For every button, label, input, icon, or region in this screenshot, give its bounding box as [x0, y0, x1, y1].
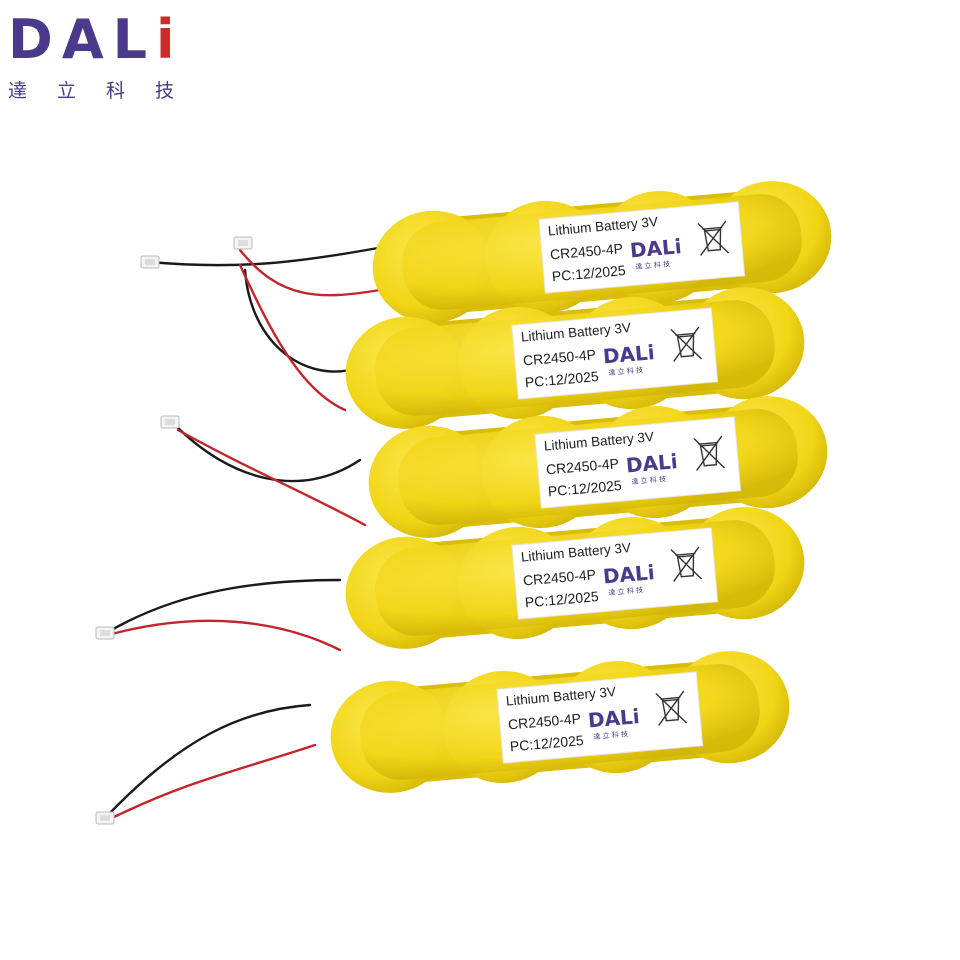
battery-label: [511, 527, 719, 620]
battery-label-logo-chinese: 達 立 科 技: [593, 729, 628, 741]
battery-label-date: PC:12/2025: [524, 588, 599, 610]
battery-label-model: CR2450-4P: [522, 346, 596, 368]
battery-label-logo: DALi: [629, 234, 683, 262]
battery-label-logo-chinese: 達 立 科 技: [635, 259, 670, 271]
bin-cross-b: [673, 326, 700, 362]
bin-lid: [675, 332, 696, 336]
connector-plug: [140, 255, 160, 269]
connector-plug-socket: [165, 419, 175, 425]
battery-label: [511, 307, 719, 400]
battery-label-logo-chinese: 達 立 科 技: [631, 474, 666, 486]
battery-label: [496, 671, 704, 764]
battery-pack: Lithium Battery 3VCR2450-4PPC:12/2025DAL…: [345, 507, 805, 649]
battery-lead-wire: [238, 263, 347, 412]
weee-crossed-bin-icon: [697, 220, 730, 256]
connector-plug-socket: [100, 630, 110, 636]
connector-plug: [160, 415, 180, 429]
connector-plug-socket: [238, 240, 248, 246]
battery-pack: Lithium Battery 3VCR2450-4PPC:12/2025DAL…: [330, 651, 790, 793]
connector-plug: [95, 626, 115, 640]
bin-cross-b: [696, 435, 723, 471]
battery-label: [538, 201, 746, 294]
logo-letter-d: D: [8, 8, 62, 71]
battery-lead-wire: [173, 423, 362, 483]
battery-label-logo: DALi: [625, 449, 679, 477]
weee-crossed-bin-icon: [670, 546, 703, 582]
connector-plug: [95, 811, 115, 825]
bin-lid: [698, 441, 719, 445]
battery-lead-wire: [176, 428, 367, 527]
battery-lead-wire: [110, 743, 317, 820]
battery-pack: Lithium Battery 3VCR2450-4PPC:12/2025DAL…: [345, 287, 805, 429]
weee-crossed-bin-icon: [670, 326, 703, 362]
connector-plug-socket: [100, 815, 110, 821]
connector-plug: [233, 236, 253, 250]
bin-cross-b: [700, 220, 727, 256]
battery-label: [534, 416, 742, 509]
logo-letter-a: A: [61, 8, 113, 71]
battery-label-logo: DALi: [602, 340, 656, 368]
battery-pack: Lithium Battery 3VCR2450-4PPC:12/2025DAL…: [372, 181, 832, 323]
bin-body: [676, 554, 695, 578]
battery-label-model: CR2450-4P: [522, 566, 596, 588]
logo-letter-i: i: [156, 8, 184, 71]
bin-body: [703, 228, 722, 252]
battery-label-logo: DALi: [587, 704, 641, 732]
battery-lead-wire: [106, 619, 342, 652]
bin-cross-b: [673, 546, 700, 582]
battery-label-date: PC:12/2025: [509, 732, 584, 754]
connector-plug-socket: [145, 259, 155, 265]
battery-label-logo-chinese: 達 立 科 技: [608, 585, 643, 597]
battery-pack-group: Lithium Battery 3VCR2450-4PPC:12/2025DAL…: [95, 181, 832, 825]
battery-label-logo-chinese: 達 立 科 技: [608, 365, 643, 377]
bin-lid: [660, 696, 681, 700]
weee-crossed-bin-icon: [655, 690, 688, 726]
logo-letter-l: L: [112, 8, 157, 71]
battery-label-date: PC:12/2025: [551, 262, 626, 284]
brand-logo: DALi 達立科技: [8, 10, 218, 103]
battery-label-model: CR2450-4P: [549, 240, 623, 262]
battery-lead-wire: [106, 703, 312, 817]
bin-body: [699, 443, 718, 467]
battery-label-model: CR2450-4P: [545, 455, 619, 477]
bin-cross-b: [658, 690, 685, 726]
battery-label-date: PC:12/2025: [524, 368, 599, 390]
weee-crossed-bin-icon: [693, 435, 726, 471]
battery-lead-wire: [238, 248, 382, 297]
battery-lead-wire: [106, 578, 342, 634]
battery-lead-wire: [148, 246, 380, 267]
brand-logo-chinese: 達立科技: [8, 80, 205, 102]
battery-label-model: CR2450-4P: [507, 710, 581, 732]
bin-lid: [702, 226, 723, 230]
brand-logo-wordmark: DALi: [8, 10, 184, 70]
bin-body: [676, 334, 695, 358]
battery-label-date: PC:12/2025: [547, 477, 622, 499]
bin-body: [661, 698, 680, 722]
battery-lead-wire: [243, 268, 352, 373]
bin-lid: [675, 552, 696, 556]
battery-label-logo: DALi: [602, 560, 656, 588]
battery-pack: Lithium Battery 3VCR2450-4PPC:12/2025DAL…: [368, 396, 828, 538]
